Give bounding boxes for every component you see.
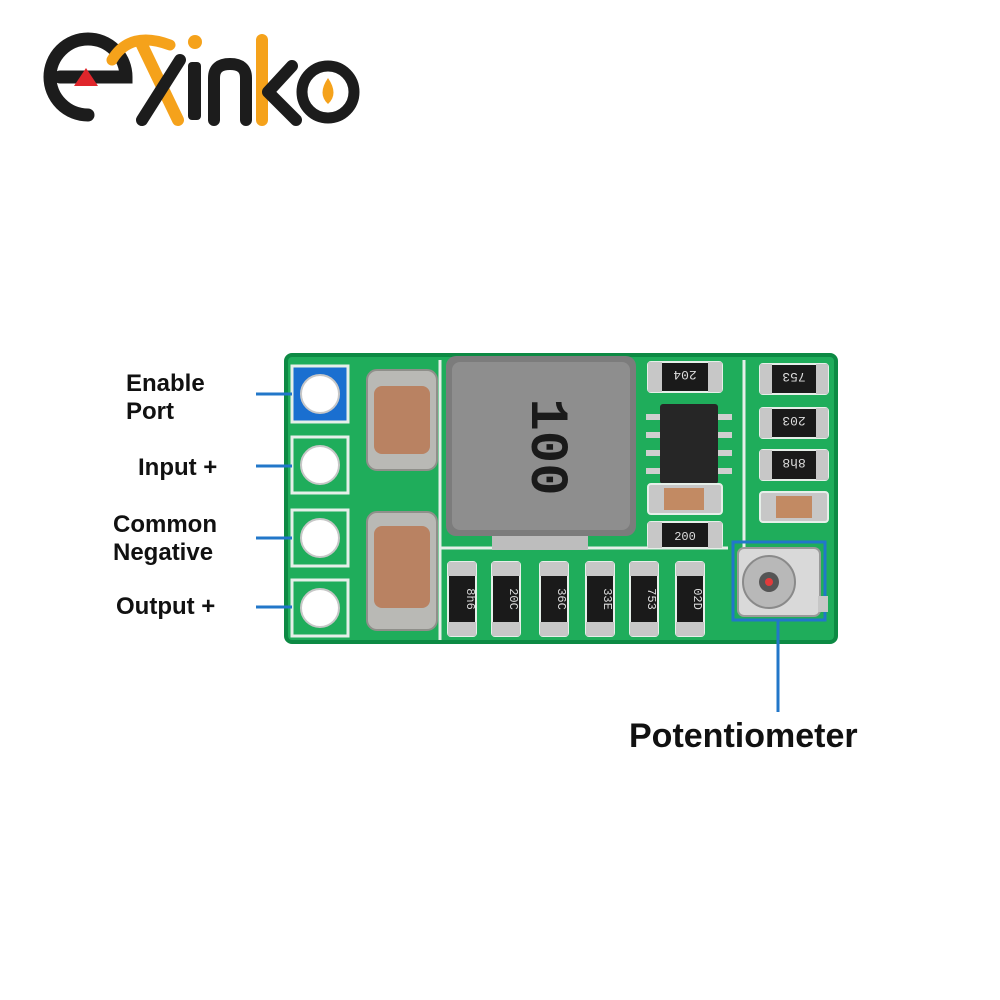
pin-pad-input bbox=[290, 435, 350, 495]
smd-resistor-bottom-5: 753 bbox=[629, 561, 659, 637]
smd-resistor-bottom-4: 33E bbox=[585, 561, 615, 637]
smd-resistor-8h8: 8h8 bbox=[759, 449, 829, 481]
smd-resistor-200: 200 bbox=[647, 521, 723, 549]
smd-resistors-top-right: 204 753 203 8h8 200 bbox=[647, 361, 829, 549]
inductor: 100 bbox=[446, 356, 636, 550]
smd-capacitor-small-mid bbox=[647, 483, 723, 515]
svg-text:33E: 33E bbox=[600, 588, 614, 610]
svg-text:753: 753 bbox=[782, 369, 805, 384]
smd-resistors-bottom-row: 8h6 20C 36C 33E 753 02D bbox=[447, 561, 705, 637]
callout-lines bbox=[256, 392, 780, 712]
svg-text:02D: 02D bbox=[690, 588, 704, 610]
logo-k-mark bbox=[256, 34, 302, 126]
svg-text:204: 204 bbox=[673, 367, 697, 382]
potentiometer-label: Potentiometer bbox=[629, 717, 858, 755]
ic-chip bbox=[646, 404, 732, 484]
smd-capacitor-small-right bbox=[759, 491, 829, 523]
smd-resistor-203: 203 bbox=[759, 407, 829, 439]
svg-text:20C: 20C bbox=[506, 588, 520, 610]
pin-pad-output bbox=[290, 578, 350, 638]
pin-pad-common-negative bbox=[290, 508, 350, 568]
capacitor-top bbox=[366, 369, 438, 471]
potentiometer bbox=[731, 540, 828, 622]
smd-resistor-bottom-3: 36C bbox=[539, 561, 569, 637]
pin-label-enable-port: Enable Port bbox=[126, 370, 205, 425]
svg-text:203: 203 bbox=[782, 413, 805, 428]
smd-resistor-753-top: 753 bbox=[759, 363, 829, 395]
svg-text:8h8: 8h8 bbox=[782, 455, 805, 470]
brand-logo bbox=[43, 32, 360, 126]
svg-text:8h6: 8h6 bbox=[463, 588, 477, 610]
pin-label-output: Output + bbox=[116, 593, 216, 620]
pin-label-input: Input + bbox=[138, 454, 218, 481]
logo-o-mark bbox=[296, 60, 360, 124]
logo-n-mark bbox=[208, 57, 252, 126]
svg-text:200: 200 bbox=[674, 530, 696, 544]
logo-i-mark bbox=[188, 35, 202, 120]
pin-label-common-negative: Common Negative bbox=[113, 511, 217, 566]
smd-resistor-bottom-2: 20C bbox=[491, 561, 521, 637]
smd-resistor-bottom-6: 02D bbox=[675, 561, 705, 637]
pin-pads bbox=[290, 364, 350, 638]
smd-resistor-bottom-1: 8h6 bbox=[447, 561, 477, 637]
pin-pad-enable bbox=[290, 364, 350, 424]
smd-resistor-204: 204 bbox=[647, 361, 723, 393]
svg-text:753: 753 bbox=[644, 588, 658, 610]
svg-text:36C: 36C bbox=[554, 588, 568, 610]
logo-x-mark bbox=[106, 34, 186, 126]
inductor-marking: 100 bbox=[515, 398, 576, 495]
capacitor-bottom bbox=[366, 511, 438, 631]
